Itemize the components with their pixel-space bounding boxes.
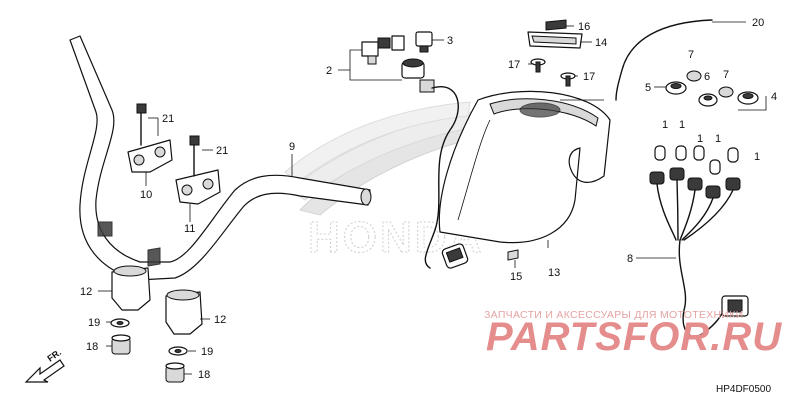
handlebar-cover-13 (438, 90, 611, 244)
front-arrow-icon (24, 359, 65, 383)
callout-labels: 1 1 1 1 1 2 3 4 5 6 7 7 8 9 10 11 12 12 … (80, 17, 777, 381)
callout-9: 9 (289, 141, 295, 153)
callout-12b: 12 (214, 314, 226, 326)
watermark-logo: PARTSFOR.RU (486, 315, 782, 359)
cover-lid-14 (527, 31, 583, 49)
screw-17-right (560, 72, 576, 87)
callout-15: 15 (510, 271, 522, 283)
callout-20: 20 (752, 17, 764, 29)
clip-15 (507, 249, 519, 261)
handlebar (69, 35, 372, 281)
callout-6: 6 (704, 71, 710, 83)
callout-3: 3 (447, 35, 453, 47)
callout-1d: 1 (715, 133, 721, 145)
partsfor-watermark: ЗАПЧАСТИ И АКСЕССУАРЫ ДЛЯ МОТОТЕХНИКИ PA… (484, 309, 782, 359)
callout-1e: 1 (754, 151, 760, 163)
bulbs-1 (654, 145, 739, 175)
callout-2: 2 (326, 65, 332, 77)
callout-17b: 17 (583, 71, 595, 83)
callout-1b: 1 (679, 119, 685, 131)
callout-4: 4 (771, 91, 777, 103)
bushing-18-left (111, 334, 131, 355)
callout-12a: 12 (80, 286, 92, 298)
clip-16 (545, 19, 567, 31)
callout-5: 5 (645, 82, 651, 94)
callout-17a: 17 (508, 59, 520, 71)
upper-holder-10 (127, 139, 173, 173)
front-direction-marker: FR. (24, 347, 65, 383)
callout-13: 13 (548, 267, 560, 279)
callout-21b: 21 (216, 145, 228, 157)
lower-holder-12-right (165, 289, 203, 335)
callout-19a: 19 (88, 317, 100, 329)
ignition-switch-assembly (361, 35, 435, 93)
tube-20 (615, 19, 713, 101)
diagram-code: HP4DF0500 (716, 384, 771, 395)
callout-11: 11 (184, 223, 195, 235)
bolt-21-right (189, 135, 200, 177)
callout-19b: 19 (201, 346, 213, 358)
callout-21a: 21 (162, 113, 174, 125)
key-switch-3 (415, 31, 433, 53)
callout-18a: 18 (86, 341, 98, 353)
bolt-21-left (136, 103, 147, 146)
callout-7a: 7 (688, 49, 694, 61)
callout-8: 8 (627, 253, 633, 265)
wire-harness-8 (649, 167, 749, 338)
leader-lines (98, 21, 767, 375)
callout-1a: 1 (662, 119, 668, 131)
bushing-18-right (165, 362, 185, 383)
watermark-text: ЗАПЧАСТИ И АКСЕССУАРЫ ДЛЯ МОТОТЕХНИКИ (484, 309, 744, 321)
switch-wire (424, 85, 459, 269)
lower-holder-12-left (111, 265, 151, 311)
callout-18b: 18 (198, 369, 210, 381)
indicator-group-5-6-7 (665, 70, 759, 107)
washer-19-left (110, 318, 130, 328)
screw-17-left (530, 58, 546, 73)
callout-1c: 1 (697, 133, 703, 145)
washer-19-right (168, 346, 188, 356)
callout-10: 10 (140, 189, 152, 201)
switch-connector (441, 243, 469, 269)
callout-14: 14 (595, 37, 607, 49)
upper-holder-11 (175, 169, 221, 205)
callout-7b: 7 (723, 69, 729, 81)
callout-16: 16 (578, 21, 590, 33)
